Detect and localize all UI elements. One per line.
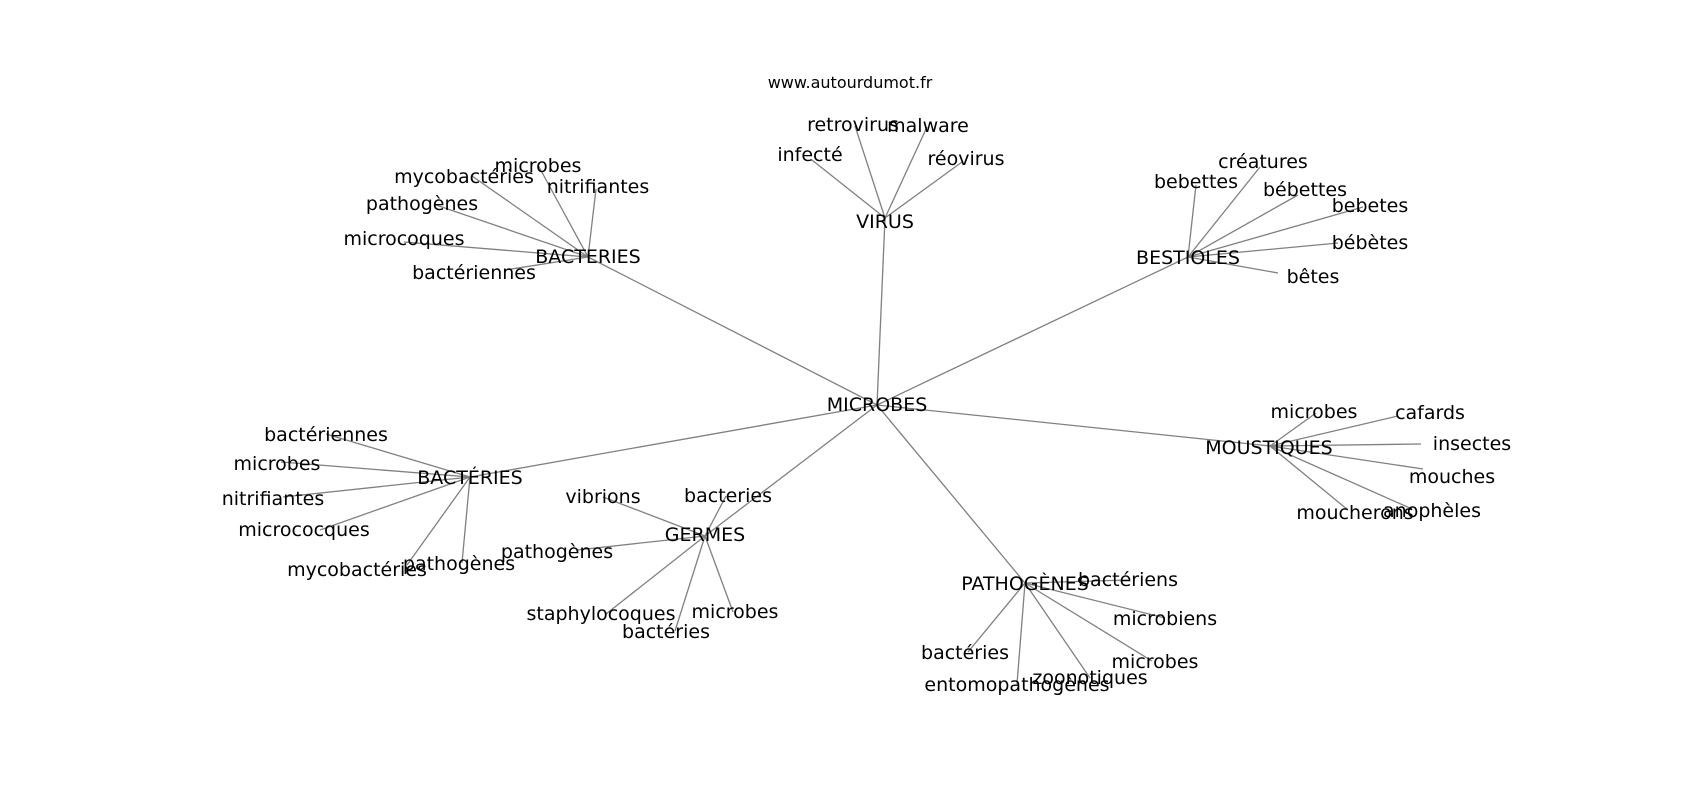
word-node[interactable]: créatures bbox=[1218, 151, 1308, 173]
word-node[interactable]: microbes bbox=[692, 601, 779, 623]
word-node[interactable]: staphylocoques bbox=[526, 603, 675, 625]
edge-1-0 bbox=[537, 164, 589, 258]
edge-2-5 bbox=[1187, 256, 1279, 274]
edge-6-2 bbox=[1024, 582, 1153, 662]
hub-node[interactable]: PATHOGÈNES bbox=[961, 572, 1089, 595]
edge-0-0 bbox=[854, 125, 886, 219]
edge-1-3 bbox=[435, 204, 589, 258]
edge-6-4 bbox=[1016, 582, 1026, 685]
word-node[interactable]: bebetes bbox=[1332, 195, 1409, 217]
hub-node[interactable]: BACTERIES bbox=[535, 246, 640, 268]
word-node[interactable]: mycobactéries bbox=[394, 166, 534, 188]
word-node[interactable]: pathogènes bbox=[366, 193, 478, 215]
hub-node[interactable]: BESTIOLES bbox=[1136, 247, 1240, 269]
word-node[interactable]: bactériennes bbox=[412, 262, 536, 284]
word-node[interactable]: microbiens bbox=[1113, 608, 1217, 630]
edge-5-4 bbox=[704, 535, 734, 613]
edge-3-2 bbox=[1269, 443, 1422, 447]
edge-4-2 bbox=[282, 476, 471, 498]
edge-5-1 bbox=[602, 496, 706, 537]
edge-0-2 bbox=[811, 159, 886, 219]
edge-center-0 bbox=[876, 217, 886, 406]
word-node[interactable]: bactéries bbox=[622, 621, 710, 643]
hub-node[interactable]: BACTÉRIES bbox=[417, 466, 522, 489]
hub-node[interactable]: MOUSTIQUES bbox=[1205, 437, 1332, 459]
word-node[interactable]: malware bbox=[887, 115, 969, 137]
word-node[interactable]: bébètes bbox=[1332, 232, 1409, 254]
word-node[interactable]: micrococques bbox=[238, 519, 369, 541]
edge-center-3 bbox=[876, 404, 1271, 447]
edge-5-5 bbox=[674, 535, 706, 632]
word-node[interactable]: microbes bbox=[1112, 651, 1199, 673]
word-node[interactable]: mycobactéries bbox=[287, 559, 427, 581]
word-node[interactable]: réovirus bbox=[928, 148, 1005, 170]
edge-3-3 bbox=[1269, 445, 1424, 470]
word-node[interactable]: microbes bbox=[1271, 401, 1358, 423]
word-node[interactable]: retrovirus bbox=[807, 114, 899, 136]
labels-layer: www.autourdumot.fr MICROBES VIRUS retrovir… bbox=[222, 73, 1511, 696]
word-node[interactable]: nitrifiantes bbox=[222, 488, 325, 510]
edge-2-1 bbox=[1187, 184, 1197, 258]
edge-5-3 bbox=[605, 535, 706, 615]
edge-center-1 bbox=[587, 256, 878, 406]
edge-6-1 bbox=[1024, 582, 1166, 619]
word-node[interactable]: anophèles bbox=[1383, 500, 1481, 522]
hub-node[interactable]: GERMES bbox=[665, 524, 745, 546]
edge-1-5 bbox=[504, 256, 589, 271]
site-watermark: www.autourdumot.fr bbox=[768, 73, 933, 92]
word-node[interactable]: cafards bbox=[1395, 402, 1465, 424]
edge-2-2 bbox=[1187, 194, 1299, 258]
word-node[interactable]: bebettes bbox=[1154, 171, 1238, 193]
edge-center-6 bbox=[876, 404, 1026, 584]
word-node[interactable]: bêtes bbox=[1287, 266, 1340, 288]
word-node[interactable]: insectes bbox=[1433, 433, 1511, 455]
word-node[interactable]: microcoques bbox=[343, 228, 464, 250]
word-node[interactable]: bactéries bbox=[921, 642, 1009, 664]
edge-1-2 bbox=[587, 188, 597, 258]
edge-6-3 bbox=[1024, 582, 1091, 679]
edge-0-3 bbox=[884, 161, 963, 219]
edge-3-1 bbox=[1269, 415, 1399, 447]
word-node[interactable]: bacteries bbox=[684, 485, 772, 507]
edge-1-4 bbox=[403, 241, 589, 258]
edge-center-4 bbox=[469, 404, 878, 478]
hub-node[interactable]: VIRUS bbox=[856, 211, 914, 233]
edge-4-3 bbox=[319, 476, 471, 531]
edge-2-3 bbox=[1187, 206, 1364, 258]
edge-4-4 bbox=[406, 476, 471, 566]
word-node[interactable]: entomopathogènes bbox=[924, 674, 1109, 696]
center-node[interactable]: MICROBES bbox=[827, 394, 928, 416]
edge-2-0 bbox=[1187, 166, 1261, 258]
word-node[interactable]: mouches bbox=[1409, 466, 1495, 488]
word-node[interactable]: microbes bbox=[495, 155, 582, 177]
word-node[interactable]: moucherons bbox=[1296, 502, 1413, 524]
word-node[interactable]: pathogènes bbox=[403, 553, 515, 575]
edge-3-4 bbox=[1269, 445, 1413, 510]
edge-6-0 bbox=[1024, 579, 1129, 584]
edge-center-2 bbox=[876, 256, 1189, 406]
edge-center-5 bbox=[704, 404, 878, 537]
edge-4-0 bbox=[325, 433, 471, 478]
word-node[interactable]: bactériennes bbox=[264, 424, 388, 446]
word-node[interactable]: nitrifiantes bbox=[547, 176, 650, 198]
edge-4-5 bbox=[461, 476, 471, 564]
edge-4-1 bbox=[280, 461, 471, 478]
word-node[interactable]: bactériens bbox=[1078, 569, 1178, 591]
edge-3-0 bbox=[1269, 412, 1317, 447]
word-node[interactable]: microbes bbox=[234, 453, 321, 475]
edge-5-0 bbox=[704, 495, 727, 537]
edge-0-1 bbox=[884, 126, 928, 219]
edge-2-4 bbox=[1187, 242, 1339, 258]
edge-6-5 bbox=[967, 582, 1026, 653]
edge-3-5 bbox=[1269, 445, 1349, 511]
word-node[interactable]: pathogènes bbox=[501, 541, 613, 563]
word-node[interactable]: bébettes bbox=[1263, 179, 1347, 201]
word-node[interactable]: vibrions bbox=[565, 486, 640, 508]
edge-1-1 bbox=[471, 175, 589, 258]
word-node[interactable]: infecté bbox=[777, 144, 842, 166]
word-node[interactable]: zoonotiques bbox=[1032, 667, 1147, 689]
edges-layer bbox=[280, 125, 1424, 685]
edge-5-2 bbox=[576, 535, 706, 551]
